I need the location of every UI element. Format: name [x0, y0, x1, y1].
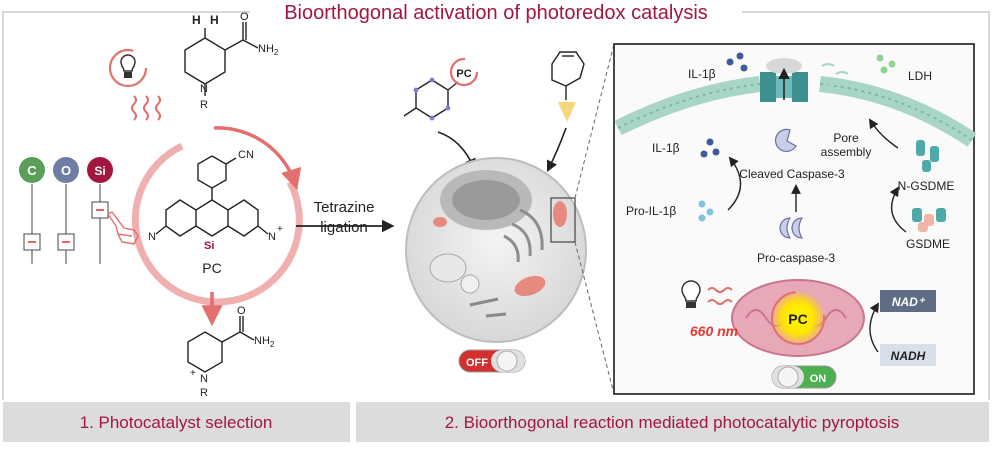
nad-bottom-o: O	[237, 305, 246, 317]
mitochondrion-icon	[731, 279, 865, 357]
label-pro-il1b: Pro-IL-1β	[626, 204, 676, 218]
il1b-dots-mid	[700, 138, 720, 158]
pc-cn-label: CN	[238, 149, 254, 161]
nad-bottom-amide: NH2	[254, 335, 275, 349]
pc-plus: +	[277, 224, 283, 235]
label-nadh: NADH	[891, 349, 926, 363]
label-wavelength: 660 nm	[690, 323, 738, 339]
released-fragments-icon	[821, 63, 849, 87]
pc-core-structure	[155, 155, 269, 237]
gsdme-icon	[912, 208, 946, 232]
nadh-top-o: O	[240, 11, 249, 23]
n-gsdme-icon	[916, 140, 939, 172]
nad-structure-bottom	[187, 316, 255, 373]
il1b-dots-top	[726, 52, 748, 72]
atom-switch-si[interactable]: Si	[87, 157, 113, 264]
light-bulb-icon-right	[681, 280, 701, 308]
footer-photocatalyst-selection: 1. Photocatalyst selection	[80, 413, 273, 432]
toggle-off[interactable]: OFF	[458, 349, 526, 373]
label-il1b-top: IL-1β	[688, 67, 716, 81]
pc-tag-label: PC	[456, 68, 471, 80]
nadh-top-n: N	[200, 83, 208, 95]
atom-label-o: O	[61, 163, 71, 178]
footer-pyroptosis: 2. Bioorthogonal reaction mediated photo…	[445, 413, 900, 432]
figure-title: Bioorthogonal activation of photoredox c…	[284, 2, 708, 24]
label-pro-caspase: Pro-caspase-3	[757, 251, 835, 265]
ldh-dots	[876, 54, 896, 74]
atom-badge-si	[87, 157, 113, 183]
catalytic-cycle-ring	[131, 126, 303, 327]
nad-plus-box	[880, 290, 936, 312]
pro-caspase-icon	[779, 217, 804, 239]
atom-badge-c	[19, 157, 45, 183]
nadh-structure-top	[184, 22, 259, 96]
toggle-off-label: OFF	[466, 357, 488, 369]
nadh-top-r: R	[200, 99, 208, 111]
arrow-label-tetrazine: Tetrazine	[314, 199, 375, 216]
pc-n-left: N	[148, 231, 156, 243]
label-n-gsdme: N-GSDME	[898, 179, 955, 193]
targeting-triangle-icon	[558, 102, 576, 122]
nadh-top-h2: H	[210, 13, 219, 27]
arrow-label-ligation: ligation	[320, 219, 368, 236]
toggle-on-label: ON	[810, 373, 827, 385]
label-nad-plus: NAD⁺	[892, 295, 926, 309]
label-gsdme: GSDME	[906, 237, 950, 251]
nad-bottom-r: R	[200, 387, 208, 399]
nadh-top-h1: H	[192, 13, 201, 27]
pro-il1b-dots	[698, 200, 714, 222]
toggle-on[interactable]: ON	[771, 365, 837, 389]
gsdme-pore-icon	[760, 58, 808, 102]
atom-switch-c[interactable]: C	[19, 157, 45, 264]
cleaved-caspase-icon	[774, 128, 797, 153]
tetrazine-structure	[403, 79, 459, 119]
light-waves-icon	[131, 95, 161, 121]
label-pore-2: assembly	[821, 145, 872, 159]
atom-label-c: C	[27, 163, 37, 178]
atom-badge-o	[53, 157, 79, 183]
mito-pc-label: PC	[788, 311, 807, 327]
cell-illustration	[405, 157, 587, 343]
nad-bottom-n: N	[200, 373, 208, 385]
label-cleaved-caspase: Cleaved Caspase-3	[739, 167, 845, 181]
cyclooctene-structure	[551, 51, 585, 100]
label-pore-1: Pore	[833, 131, 859, 145]
pc-si-label: Si	[204, 240, 214, 252]
pc-label: PC	[202, 260, 221, 276]
light-bulb-icon	[108, 48, 148, 88]
atom-switch-o[interactable]: O	[53, 157, 79, 264]
nadh-box	[880, 344, 936, 366]
label-il1b-mid: IL-1β	[652, 141, 680, 155]
nadh-top-amide: NH2	[258, 43, 279, 57]
atom-label-si: Si	[94, 164, 105, 178]
pc-n-right: N	[268, 231, 276, 243]
light-waves-icon-right	[707, 287, 733, 305]
tetrazine-n-atoms	[413, 77, 451, 121]
nad-bottom-plus: +	[190, 368, 196, 379]
label-ldh: LDH	[908, 69, 932, 83]
pc-tag-ring	[449, 57, 479, 87]
cell-membrane	[614, 76, 977, 147]
